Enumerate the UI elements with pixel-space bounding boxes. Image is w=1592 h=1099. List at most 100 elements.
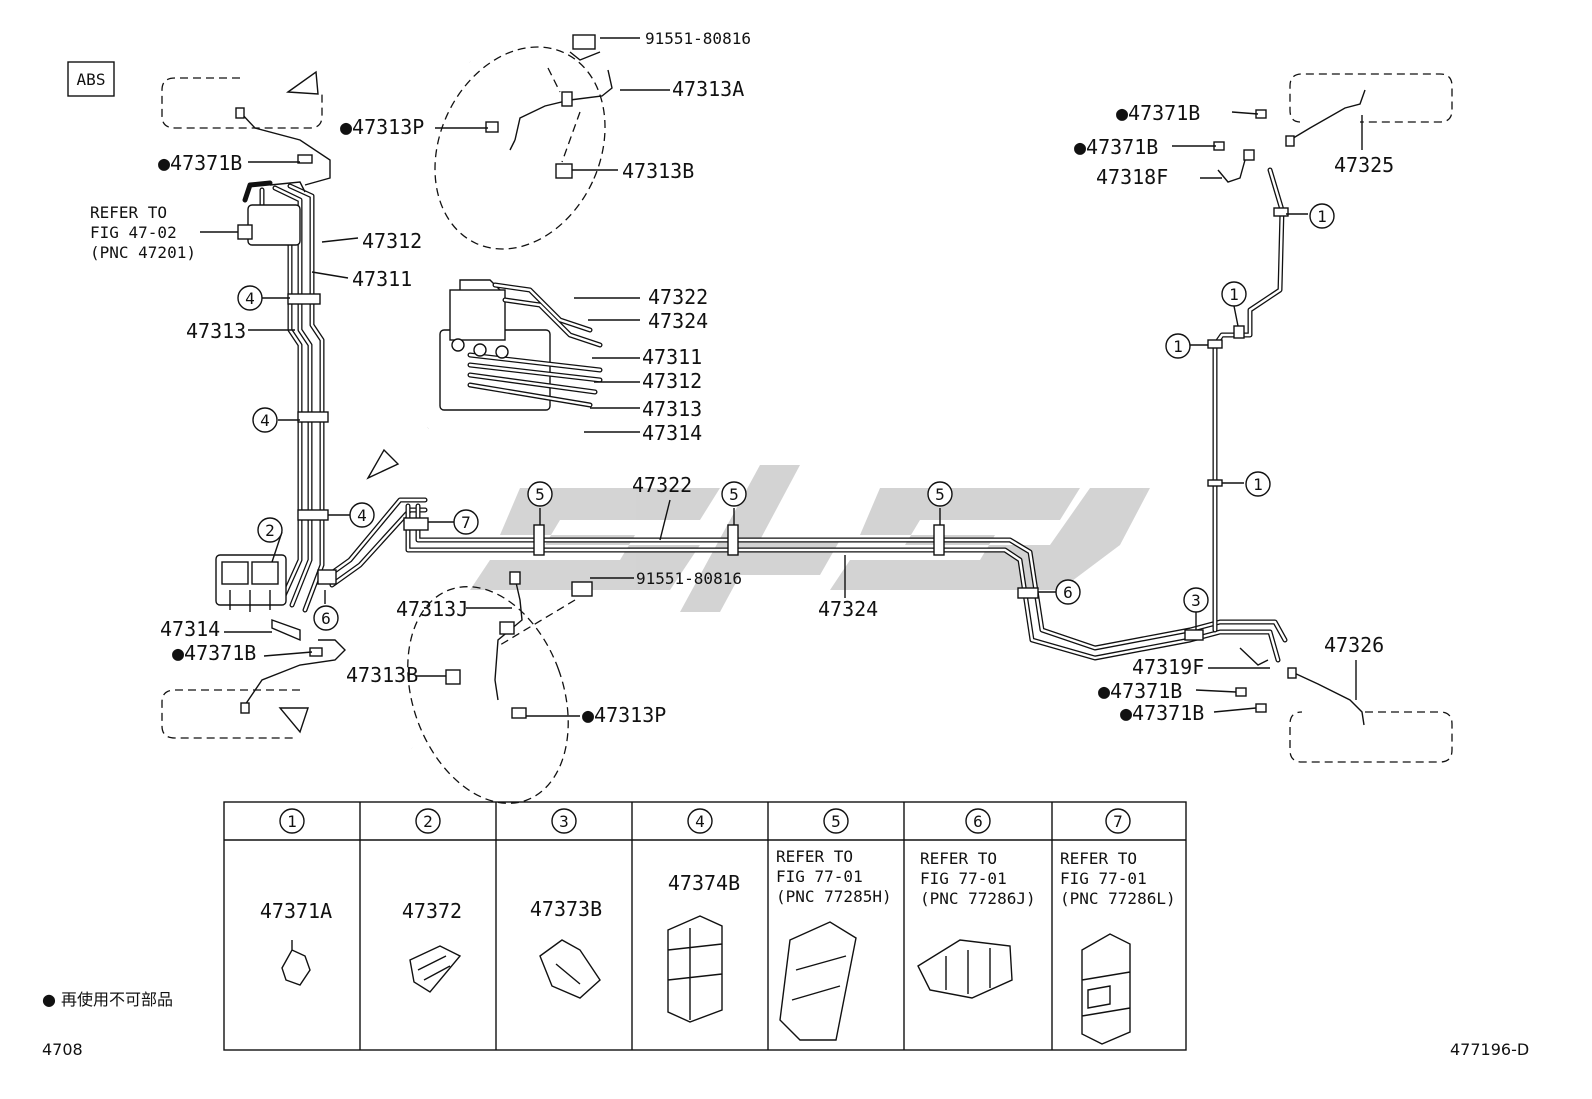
table-col-6-line-3: (PNC 77286J) xyxy=(920,889,1036,908)
abs-label: ABS xyxy=(77,70,106,89)
svg-text:4: 4 xyxy=(245,289,255,308)
abs-box: ABS xyxy=(67,61,115,97)
hose-top-right xyxy=(1213,89,1366,183)
callout-1-b: 1 xyxy=(1221,281,1247,307)
svg-text:6: 6 xyxy=(1063,583,1073,602)
callout-4-c: 4 xyxy=(349,502,375,528)
callout-2: 2 xyxy=(257,517,283,543)
arrow-down-left xyxy=(366,426,430,480)
callout-1-a: 1 xyxy=(1165,333,1191,359)
hose-top-detail xyxy=(485,34,613,179)
label-47371B-bottom-right-2: ●47371B xyxy=(1120,701,1204,725)
svg-text:6: 6 xyxy=(321,609,331,628)
callout-1-c: 1 xyxy=(1245,471,1271,497)
hose-top-left xyxy=(235,107,331,186)
table-col-6-line-2: FIG 77-01 xyxy=(920,869,1007,888)
label-47311-abs: 47311 xyxy=(642,345,702,369)
hose-bottom-detail xyxy=(445,571,593,719)
clip-47371A-icon xyxy=(281,940,311,986)
label-47371B-bottom-right-1: ●47371B xyxy=(1098,679,1182,703)
master-cylinder xyxy=(237,181,306,246)
label-47325: 47325 xyxy=(1334,153,1394,177)
callout-4-b: 4 xyxy=(252,407,278,433)
callout-7: 7 xyxy=(453,509,479,535)
label-47318F: 47318F xyxy=(1096,165,1168,189)
wheel-area-bottom-right xyxy=(1289,711,1453,763)
svg-text:4: 4 xyxy=(260,411,270,430)
label-47314-left: 47314 xyxy=(160,617,220,641)
table-col-3-part: 47373B xyxy=(530,897,602,921)
table-col-7-line-2: FIG 77-01 xyxy=(1060,869,1147,888)
svg-text:1: 1 xyxy=(1317,207,1327,226)
label-47311-left: 47311 xyxy=(352,267,412,291)
table-col-6-line-1: REFER TO xyxy=(920,849,997,868)
table-col-7: 7 REFER TO FIG 77-01 (PNC 77286L) xyxy=(1060,808,1176,1045)
callout-1-d: 1 xyxy=(1309,203,1335,229)
label-47313-abs: 47313 xyxy=(642,397,702,421)
curve-arrow-top xyxy=(286,54,471,95)
label-47324-mid: 47324 xyxy=(818,597,878,621)
detail-ellipse-top xyxy=(434,46,606,250)
table-col-7-line-1: REFER TO xyxy=(1060,849,1137,868)
table-col-5-line-2: FIG 77-01 xyxy=(776,867,863,886)
table-col-2-num: 2 xyxy=(423,812,433,831)
callout-4-a: 4 xyxy=(237,285,263,311)
label-47312-abs: 47312 xyxy=(642,369,702,393)
label-47371B-top-right-2: ●47371B xyxy=(1074,135,1158,159)
label-47313P-top: ●47313P xyxy=(340,115,424,139)
callout-3: 3 xyxy=(1183,587,1209,613)
table-col-4-num: 4 xyxy=(695,812,705,831)
wheel-area-top-left xyxy=(161,77,323,129)
clip-47374B-icon xyxy=(667,915,723,1023)
clip-47373B-icon xyxy=(539,939,601,999)
label-47314-abs: 47314 xyxy=(642,421,702,445)
label-47313B-bottom: 47313B xyxy=(346,663,418,687)
label-47326: 47326 xyxy=(1324,633,1384,657)
table-col-2-part: 47372 xyxy=(402,899,462,923)
clamp-77286J-icon xyxy=(917,939,1013,999)
label-47371B-top-right-1: ●47371B xyxy=(1116,101,1200,125)
callout-5-b: 5 xyxy=(721,481,747,507)
label-47371B-top-left: ●47371B xyxy=(158,151,242,175)
svg-text:5: 5 xyxy=(729,485,739,504)
clamp-77285H-icon xyxy=(779,921,857,1041)
curve-arrow-bottom xyxy=(278,707,413,750)
refer-main-1: REFER TO xyxy=(90,203,167,222)
label-47313-left: 47313 xyxy=(186,319,246,343)
callout-5-a: 5 xyxy=(527,481,553,507)
svg-text:3: 3 xyxy=(1191,591,1201,610)
svg-text:1: 1 xyxy=(1229,285,1239,304)
svg-text:2: 2 xyxy=(265,521,275,540)
legend-non-reusable: ● 再使用不可部品 xyxy=(42,990,174,1009)
label-47313P-bottom: ●47313P xyxy=(582,703,666,727)
table-col-7-line-3: (PNC 77286L) xyxy=(1060,889,1176,908)
label-47322-abs: 47322 xyxy=(648,285,708,309)
label-47322-mid: 47322 xyxy=(632,473,692,497)
table-col-4: 4 47374B xyxy=(667,808,740,1023)
callout-6-right: 6 xyxy=(1055,579,1081,605)
label-47324-abs: 47324 xyxy=(648,309,708,333)
svg-text:5: 5 xyxy=(535,485,545,504)
label-91551-mid: 91551-80816 xyxy=(636,569,742,588)
svg-text:5: 5 xyxy=(935,485,945,504)
abs-actuator-left xyxy=(215,554,301,642)
table-col-5-num: 5 xyxy=(831,812,841,831)
svg-text:4: 4 xyxy=(357,506,367,525)
right-vertical-pipe xyxy=(1207,167,1289,633)
footer-code-left: 4708 xyxy=(42,1040,83,1059)
abs-actuator-detail xyxy=(439,279,603,411)
table-col-4-part: 47374B xyxy=(668,871,740,895)
table-col-1: 1 47371A xyxy=(260,808,332,986)
leader-lines xyxy=(200,37,1363,717)
svg-text:1: 1 xyxy=(1173,337,1183,356)
clip-47372-icon xyxy=(409,945,462,993)
wheel-area-bottom-left xyxy=(161,689,300,739)
svg-text:7: 7 xyxy=(461,513,471,532)
label-47313B-top: 47313B xyxy=(622,159,694,183)
callout-markers: 4 4 4 2 6 7 5 5 5 6 3 1 1 1 1 xyxy=(237,203,1335,631)
table-col-1-part: 47371A xyxy=(260,899,332,923)
table-col-6: 6 REFER TO FIG 77-01 (PNC 77286J) xyxy=(917,808,1036,999)
callout-6-left: 6 xyxy=(313,605,339,631)
refer-main-3: (PNC 47201) xyxy=(90,243,196,262)
